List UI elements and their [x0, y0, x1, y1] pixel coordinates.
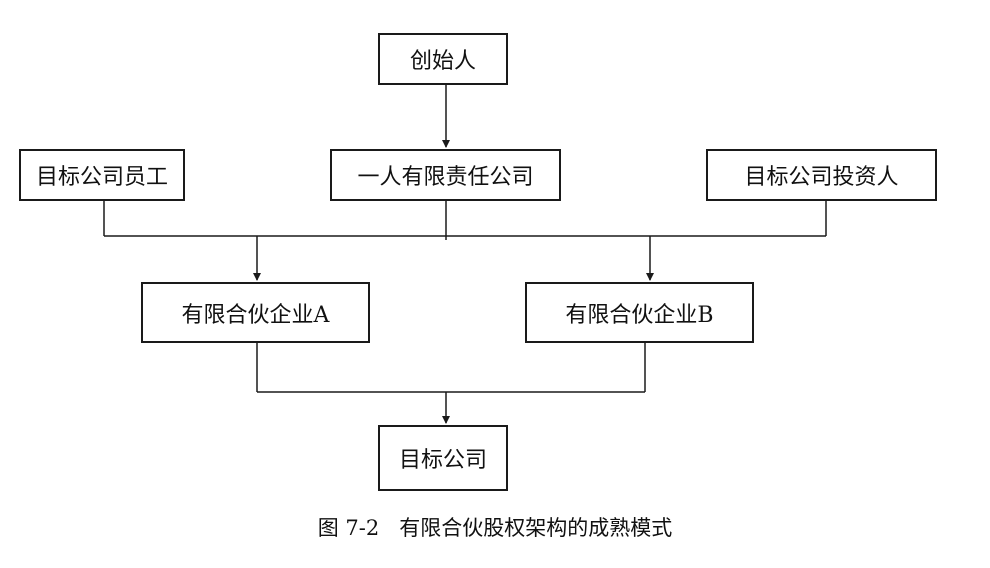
node-founder: 创始人 — [378, 33, 508, 85]
node-sole-llc: 一人有限责任公司 — [330, 149, 561, 201]
node-lp-b-label: 有限合伙企业B — [565, 302, 714, 328]
node-lp-a: 有限合伙企业A — [141, 282, 370, 343]
node-target-company-label: 目标公司 — [398, 448, 487, 473]
node-lp-a-label: 有限合伙企业A — [181, 302, 330, 328]
node-target-company: 目标公司 — [378, 425, 508, 491]
node-founder-label: 创始人 — [409, 49, 476, 74]
node-sole-llc-label: 一人有限责任公司 — [357, 165, 534, 190]
node-target-investors-label: 目标公司投资人 — [744, 165, 899, 190]
node-target-employees: 目标公司员工 — [19, 149, 185, 201]
node-target-employees-label: 目标公司员工 — [35, 165, 168, 190]
node-target-investors: 目标公司投资人 — [706, 149, 937, 201]
node-lp-b: 有限合伙企业B — [525, 282, 754, 343]
figure-caption: 图 7-2 有限合伙股权架构的成熟模式 — [317, 516, 673, 540]
